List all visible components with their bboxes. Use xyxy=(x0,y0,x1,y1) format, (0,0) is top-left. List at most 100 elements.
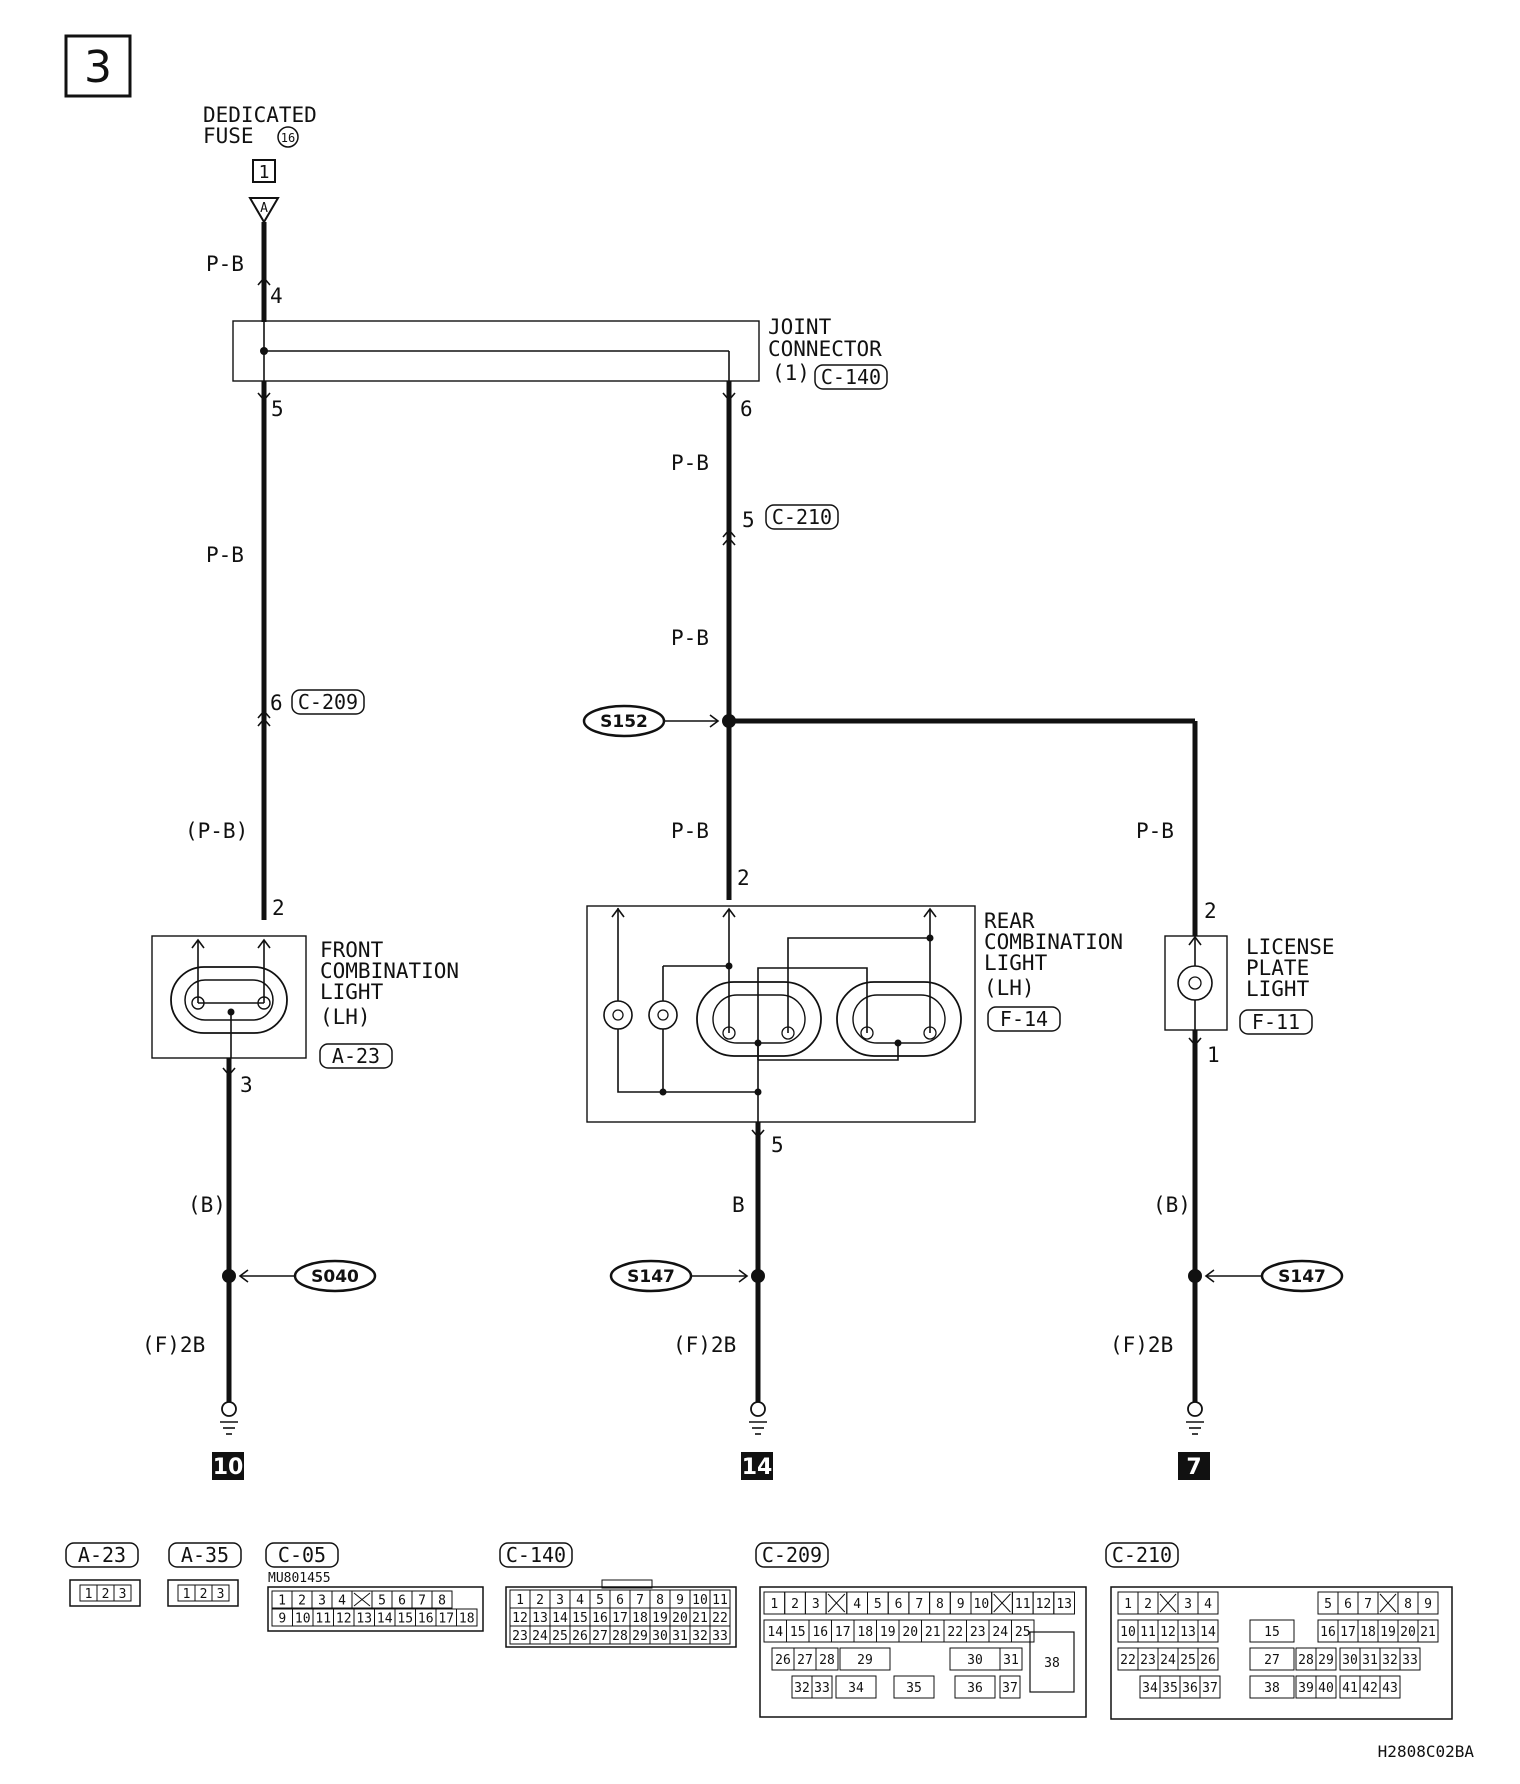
dedicated-fuse: DEDICATED FUSE 16 1 A xyxy=(203,103,317,224)
pin-number: 19 xyxy=(652,1611,668,1626)
license-pin-top: 2 xyxy=(1204,899,1217,923)
wire-label-b-left: (B) xyxy=(188,1193,226,1217)
wire-label-pb-mid3: P-B xyxy=(671,819,709,843)
connector-view-code: C-209 xyxy=(762,1543,822,1567)
pin-number: 5 xyxy=(378,1594,386,1609)
pin-number: 25 xyxy=(1180,1653,1196,1668)
front-light-code: A-23 xyxy=(332,1044,380,1068)
pin-number: 8 xyxy=(438,1594,446,1609)
pin-number: 8 xyxy=(656,1593,664,1608)
front-pin-bottom: 3 xyxy=(240,1073,253,1097)
fuse-terminal-label: A xyxy=(260,201,268,216)
pin-number: 2 xyxy=(200,1587,208,1602)
pin-number: 16 xyxy=(812,1625,828,1640)
pin-number: 15 xyxy=(790,1625,806,1640)
pin-number: 35 xyxy=(1162,1681,1178,1696)
pin-number: 19 xyxy=(880,1625,896,1640)
pin-number: 1 xyxy=(770,1597,778,1612)
pin-number: 24 xyxy=(1160,1653,1176,1668)
pin-number: 38 xyxy=(1044,1656,1060,1671)
pin-number: 1 xyxy=(85,1587,93,1602)
joint-label-line3: (1) xyxy=(772,361,810,385)
pin-number: 3 xyxy=(556,1593,564,1608)
splice-s040 xyxy=(293,1259,377,1293)
joint-pin-in: 4 xyxy=(270,284,283,308)
pin-number: 12 xyxy=(1036,1597,1052,1612)
rear-combination-light: REAR COMBINATION LIGHT (LH) F-14 xyxy=(586,905,1123,1123)
splice-s147-right xyxy=(1260,1259,1344,1293)
pin-number: 1 xyxy=(516,1593,524,1608)
front-label-line1: FRONT xyxy=(320,938,384,962)
connector-view-code: A-23 xyxy=(78,1543,126,1567)
pin-number: 2 xyxy=(536,1593,544,1608)
pin-number: 37 xyxy=(1002,1681,1018,1696)
pin-number: 29 xyxy=(857,1653,873,1668)
pin-number: 5 xyxy=(1324,1597,1332,1612)
ground-left-number: 10 xyxy=(213,1455,244,1480)
connector-view-code: C-05 xyxy=(278,1543,326,1567)
c209-code: C-209 xyxy=(298,690,358,714)
license-plate-light: LICENSE PLATE LIGHT F-11 xyxy=(1164,935,1335,1035)
pin-number: 26 xyxy=(572,1629,588,1644)
inline-connector-icon xyxy=(257,709,271,727)
pin-number: 28 xyxy=(612,1629,628,1644)
pin-number: 12 xyxy=(512,1611,528,1626)
pin-number: 22 xyxy=(1120,1653,1136,1668)
pin-number: 13 xyxy=(532,1611,548,1626)
pin-number: 6 xyxy=(616,1593,624,1608)
pin-number: 20 xyxy=(902,1625,918,1640)
pin-arrow-icon xyxy=(722,392,736,402)
pin-number: 5 xyxy=(874,1597,882,1612)
pin-number: 2 xyxy=(298,1594,306,1609)
pin-number: 11 xyxy=(1140,1625,1156,1640)
pin-number: 15 xyxy=(397,1612,413,1627)
pin-arrow-icon xyxy=(257,392,271,402)
pin-number: 12 xyxy=(1160,1625,1176,1640)
pin-number: 6 xyxy=(895,1597,903,1612)
ground-left-box xyxy=(212,1452,244,1480)
splice-s147-mid xyxy=(609,1259,693,1293)
fuse-number: 16 xyxy=(281,131,295,145)
rear-light-code: F-14 xyxy=(1000,1007,1048,1031)
pin-number: 34 xyxy=(848,1681,864,1696)
joint-label-line2: CONNECTOR xyxy=(768,337,882,361)
pin-number: 26 xyxy=(1200,1653,1216,1668)
pin-number: 32 xyxy=(1382,1653,1398,1668)
pin-number: 20 xyxy=(672,1611,688,1626)
ground-mid-label: (F)2B xyxy=(673,1333,736,1357)
part-number: MU801455 xyxy=(268,1571,331,1586)
license-label-line2: PLATE xyxy=(1246,956,1309,980)
pin-number: 11 xyxy=(315,1612,331,1627)
pin-number: 27 xyxy=(797,1653,813,1668)
rear-pin-top: 2 xyxy=(737,866,750,890)
connector-view-code: C-210 xyxy=(1112,1543,1172,1567)
pin-number: 31 xyxy=(672,1629,688,1644)
footer-code: H2808C02BA xyxy=(1378,1742,1475,1761)
connector-view-code: A-35 xyxy=(181,1543,229,1567)
pin-number: 9 xyxy=(676,1593,684,1608)
pin-number: 1 xyxy=(183,1587,191,1602)
pin-number: 6 xyxy=(1344,1597,1352,1612)
pin-number: 3 xyxy=(318,1594,326,1609)
pin-number: 32 xyxy=(692,1629,708,1644)
pin-number: 1 xyxy=(278,1594,286,1609)
wire-label-pb-right: P-B xyxy=(1136,819,1174,843)
blank-cavity-icon xyxy=(353,1592,371,1607)
pin-number: 10 xyxy=(692,1593,708,1608)
splice-dot xyxy=(1188,1269,1202,1283)
pin-number: 28 xyxy=(1298,1653,1314,1668)
page-number-box: 3 xyxy=(64,34,132,98)
pin-number: 3 xyxy=(119,1587,127,1602)
pin-number: 5 xyxy=(596,1593,604,1608)
joint-label-line1: JOINT xyxy=(768,315,832,339)
splice-s152 xyxy=(582,704,666,738)
pin-number: 22 xyxy=(947,1625,963,1640)
pin-number: 27 xyxy=(592,1629,608,1644)
pin-number: 4 xyxy=(338,1594,346,1609)
pin-number: 18 xyxy=(459,1612,475,1627)
pin-number: 14 xyxy=(552,1611,568,1626)
pin-number: 35 xyxy=(906,1681,922,1696)
splice-dot xyxy=(222,1269,236,1283)
c209-pin: 6 xyxy=(270,691,283,715)
